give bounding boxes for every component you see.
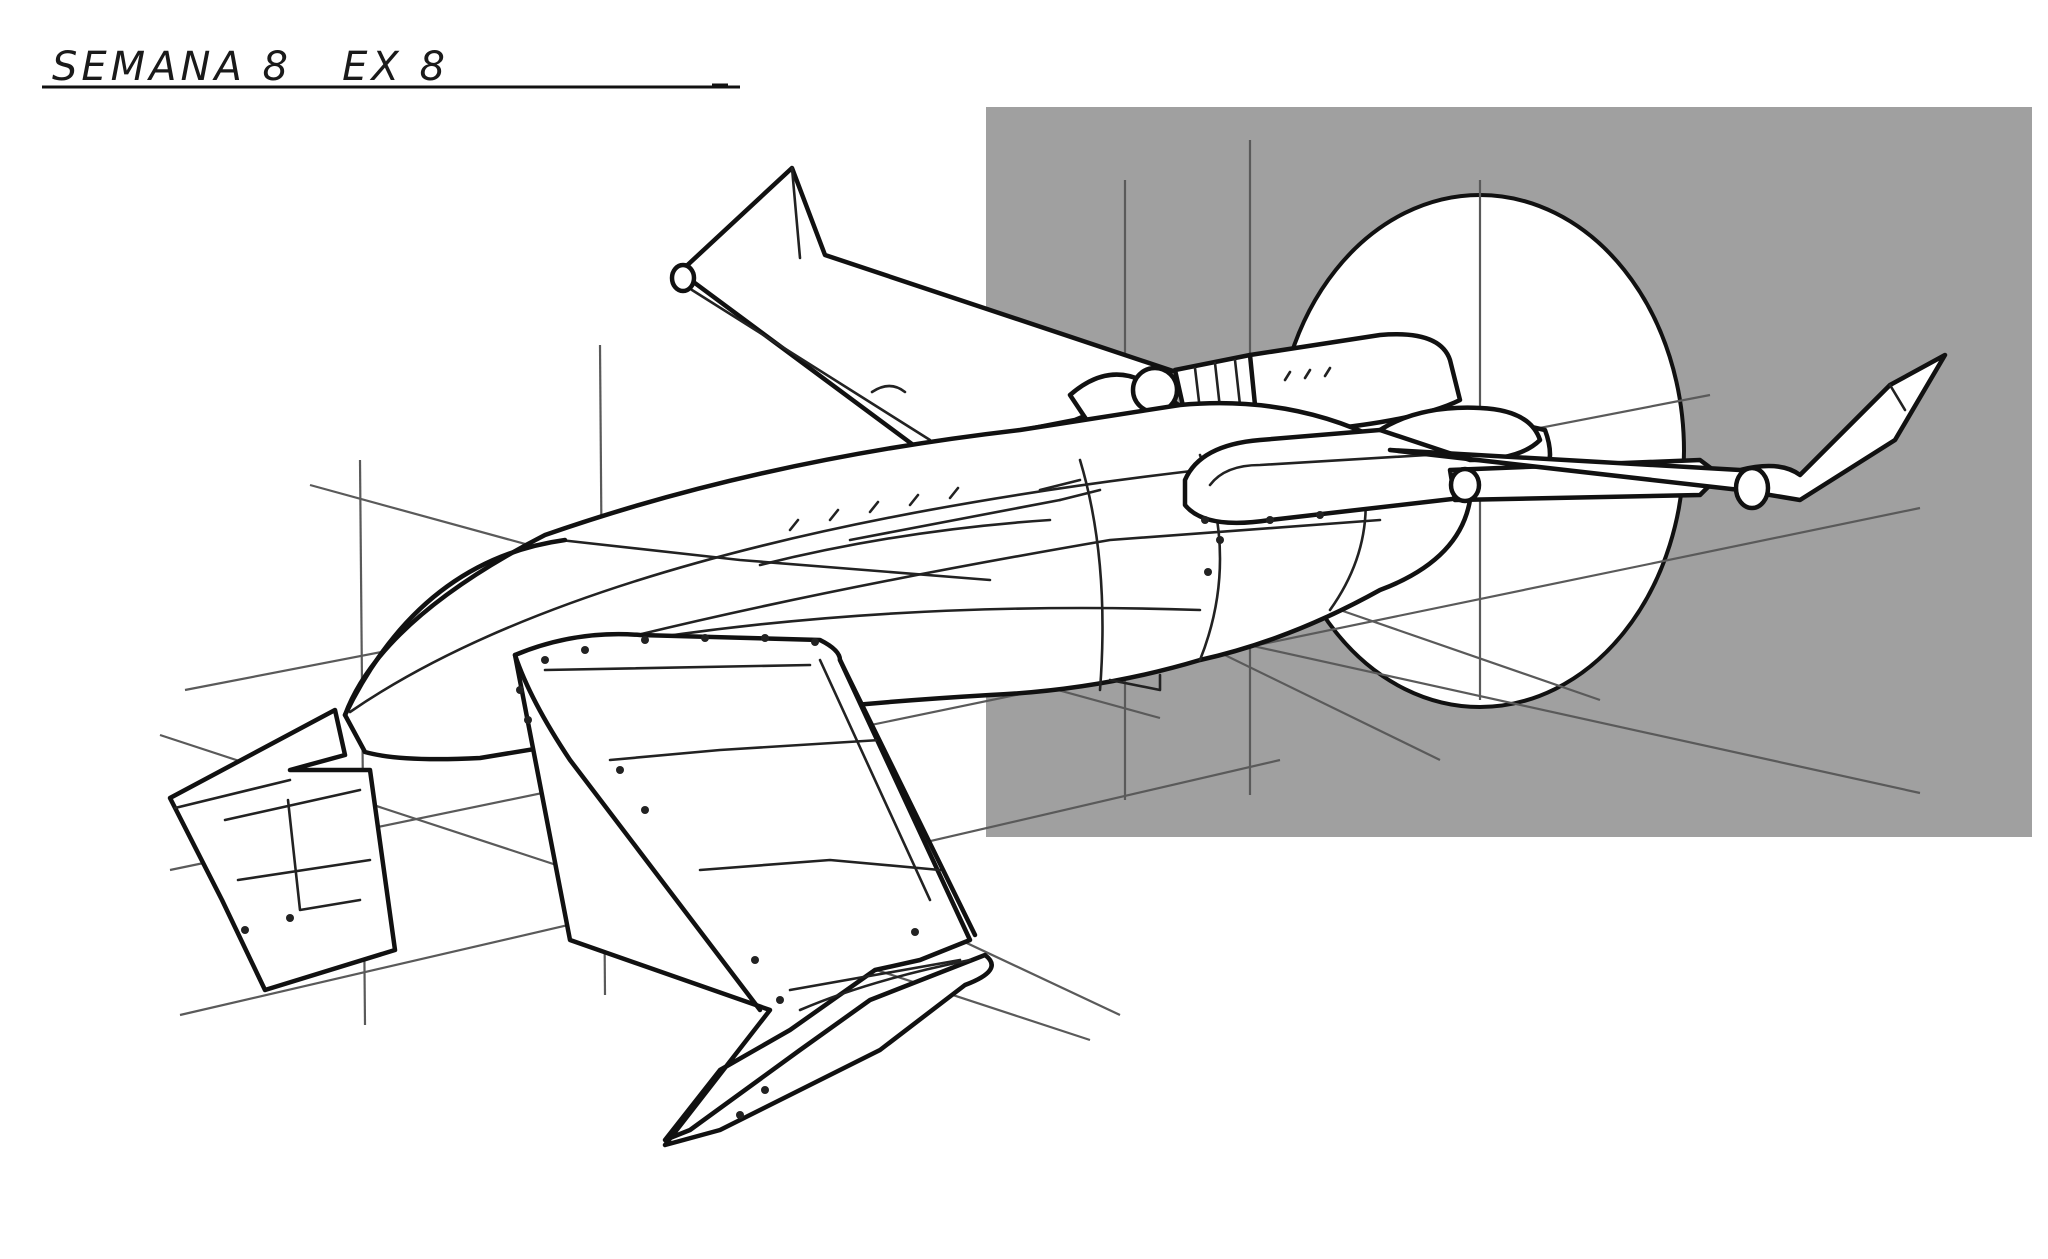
sketch-title: SEMANA 8 EX 8 <box>52 44 449 90</box>
main-lower-wing <box>512 631 994 1148</box>
right-wing <box>1387 352 1948 511</box>
right-engine-boom <box>1182 405 1723 526</box>
left-lower-wing <box>167 707 398 993</box>
rivets <box>241 511 1324 1119</box>
spine-details <box>758 486 1052 567</box>
